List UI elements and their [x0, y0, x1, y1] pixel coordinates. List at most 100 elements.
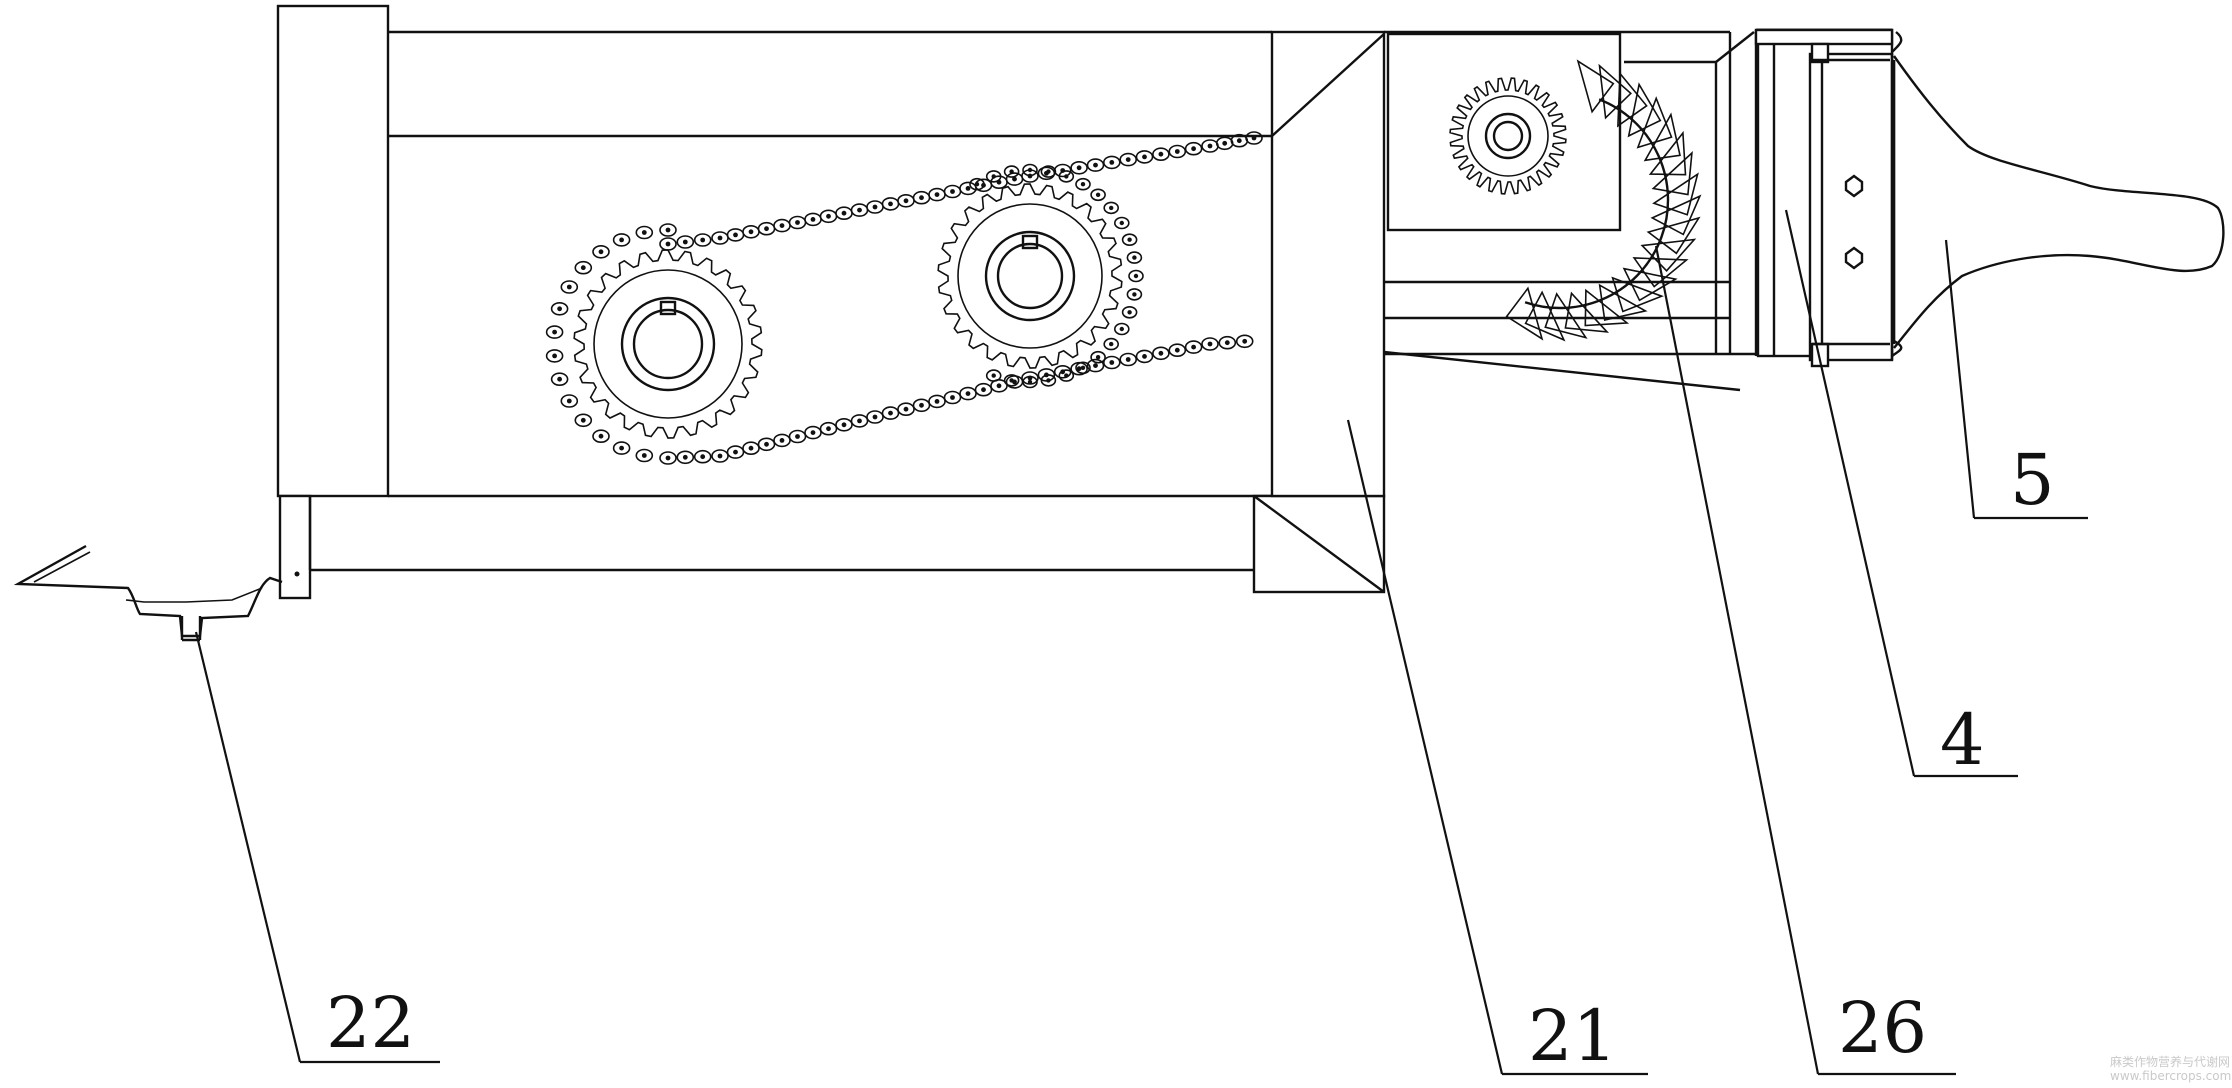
chain-link: [711, 231, 729, 245]
chain-link: [545, 349, 564, 363]
callout-leaders: [194, 209, 2088, 1076]
chain-link: [1022, 163, 1038, 177]
chain-link: [1114, 216, 1130, 230]
hex-bolt-lower-icon: [1844, 246, 1864, 270]
watermark: 麻类作物营养与代谢网 www.fibercrops.com: [2110, 1054, 2231, 1083]
chain-link: [693, 449, 712, 464]
chain-pin: [733, 449, 738, 455]
chain-pin: [1009, 378, 1014, 383]
chain-link: [835, 417, 853, 432]
chain-pin: [872, 414, 878, 420]
chain-pin: [1142, 354, 1147, 359]
chain-pin: [1142, 154, 1147, 160]
chain-pin: [700, 237, 706, 243]
chain-pin: [1207, 341, 1213, 347]
chain-pin: [1093, 162, 1098, 168]
chain-pin: [580, 265, 586, 271]
chain-pin: [965, 186, 971, 191]
left-sprocket-bore: [632, 308, 704, 380]
chain-pin: [1132, 255, 1137, 260]
chain-link: [711, 449, 729, 463]
callout-label-21: 21: [1528, 995, 1617, 1077]
chain-pin: [1009, 169, 1014, 174]
chain-link: [1135, 150, 1154, 164]
cutter-blade: [1640, 238, 1697, 272]
chain-pin: [1158, 151, 1164, 157]
pinion-hub: [1484, 112, 1532, 160]
chain-pin: [1095, 355, 1101, 360]
chain-pin: [1132, 292, 1137, 297]
chain-link: [612, 441, 631, 455]
part-22-bottom-bracket: [13, 544, 283, 642]
chain-pin: [1191, 146, 1196, 152]
chain-link: [1119, 152, 1137, 167]
chain-pin: [598, 433, 604, 439]
hex-bolt-upper-icon: [1844, 174, 1864, 198]
chain-link: [974, 382, 993, 397]
chain-link: [943, 390, 962, 405]
part-26-spiral-cutter: [1505, 59, 1702, 342]
chain-link: [693, 233, 712, 247]
chain-link: [1058, 369, 1075, 382]
chain-link: [676, 450, 695, 465]
chain-pin: [717, 453, 723, 459]
cutter-blade: [1505, 286, 1544, 341]
chain-link: [928, 394, 946, 409]
chain-link: [1103, 355, 1121, 370]
chain-pin: [934, 192, 940, 198]
part-21-plate: [1270, 30, 1741, 498]
chain-link: [1103, 201, 1119, 215]
chain-link: [819, 421, 838, 436]
chain-link: [742, 441, 760, 456]
chain-pin: [950, 395, 955, 400]
chain-pin: [888, 410, 893, 416]
main-frame: [276, 4, 1386, 600]
chain-pin: [598, 249, 604, 255]
chain-pin: [717, 235, 723, 241]
chain-link: [757, 437, 776, 452]
chain-pin: [996, 383, 1002, 389]
chain-pin: [1109, 360, 1115, 365]
chain-link: [1201, 139, 1219, 153]
cutter-blade: [1643, 112, 1681, 162]
drive-pinion-gear: [1449, 77, 1567, 195]
chain-pin: [795, 434, 800, 439]
chain-link: [574, 413, 593, 428]
chain-pin: [1236, 138, 1242, 144]
chain-link: [659, 223, 677, 237]
chain-pin: [1064, 174, 1069, 179]
chain-link: [1121, 233, 1138, 246]
chain-pin: [1174, 347, 1180, 353]
chain-pin: [826, 426, 831, 432]
chain-link: [1235, 334, 1254, 349]
bearing-housing: [1808, 52, 1894, 362]
chain-pin: [580, 417, 586, 423]
chain-link: [1040, 165, 1057, 178]
left-sprocket-keyway: [659, 300, 677, 316]
left-sprocket-teeth: [573, 249, 763, 439]
chain-drive-assembly: [545, 131, 1263, 465]
right-sprocket-teeth: [937, 183, 1123, 369]
chain-link: [1168, 343, 1187, 358]
chain-link: [1126, 288, 1143, 301]
chain-link: [1152, 346, 1170, 361]
chain-link: [1168, 144, 1187, 159]
chain-link: [1086, 158, 1105, 172]
chain-pin: [1046, 378, 1051, 383]
chain-pin: [1224, 340, 1230, 346]
top-cover-strip: [1754, 28, 1894, 46]
chain-pin: [1125, 157, 1131, 163]
chain-pin: [1222, 140, 1228, 146]
watermark-line-1: 麻类作物营养与代谢网: [2110, 1054, 2230, 1069]
chain-link: [1121, 305, 1138, 319]
chain-pin: [1080, 182, 1086, 187]
right-sprocket-rim: [957, 203, 1103, 349]
chain-link: [1135, 349, 1154, 364]
chain-pin: [810, 217, 816, 222]
chain-link: [659, 451, 677, 465]
chain-link: [612, 233, 631, 247]
chain-link: [969, 177, 985, 191]
chain-pin: [981, 387, 986, 393]
chain-link: [850, 414, 869, 428]
